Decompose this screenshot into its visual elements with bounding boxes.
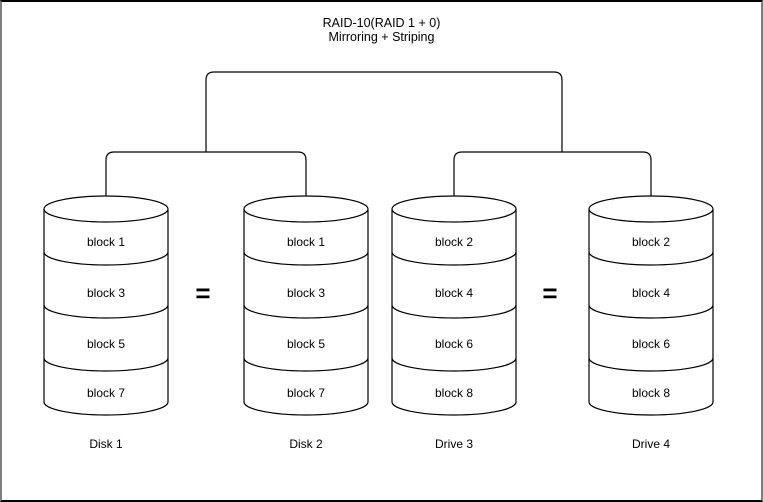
equals-sign-pair2: = <box>542 278 558 308</box>
stripe-bracket-connector <box>205 71 563 152</box>
drive3-block-label: block 4 <box>434 286 474 300</box>
drive4-divider-2 <box>588 304 714 319</box>
disk1-block-label: block 7 <box>86 386 126 400</box>
drive4-cylinder-body <box>588 209 714 416</box>
disk2-block-label: block 3 <box>286 286 326 300</box>
disk1-name-label: Disk 1 <box>89 437 123 451</box>
disk1-block-label: block 1 <box>86 235 126 249</box>
disk1-divider-3 <box>43 357 169 372</box>
disk1-cylinder-body <box>43 209 169 416</box>
title-line-2: Mirroring + Striping <box>328 30 435 44</box>
drive4-block-label: block 8 <box>631 386 671 400</box>
drive3-divider-1 <box>391 251 517 266</box>
drive3-cylinder-body <box>391 209 517 416</box>
drive4-block-label: block 4 <box>631 286 671 300</box>
drive4-divider-3 <box>588 357 714 372</box>
disk2-divider-1 <box>243 251 369 266</box>
drive4-block-label: block 2 <box>631 235 671 249</box>
equals-sign-pair1: = <box>195 278 211 308</box>
drive4-cylinder-top <box>588 195 714 223</box>
drive3-name-label: Drive 3 <box>434 437 473 451</box>
drive3-divider-2 <box>391 304 517 319</box>
drive3-divider-3 <box>391 357 517 372</box>
drive3-block-label: block 2 <box>434 235 474 249</box>
disk1-cylinder: block 1 block 3 block 5 block 7 <box>44 196 168 416</box>
disk2-block-label: block 5 <box>286 337 326 351</box>
disk2-block-label: block 1 <box>286 235 326 249</box>
drive4-name-label: Drive 4 <box>631 437 670 451</box>
disk2-divider-3 <box>243 357 369 372</box>
disk2-cylinder: block 1 block 3 block 5 block 7 <box>244 196 368 416</box>
drive3-cylinder-top <box>391 195 517 223</box>
drive3-block-label: block 6 <box>434 337 474 351</box>
title-line-1: RAID-10(RAID 1 + 0) <box>322 16 441 30</box>
disk2-cylinder-top <box>243 195 369 223</box>
disk1-divider-1 <box>43 251 169 266</box>
disk2-name-label: Disk 2 <box>289 437 323 451</box>
drive4-divider-1 <box>588 251 714 266</box>
disk2-block-label: block 7 <box>286 386 326 400</box>
disk2-cylinder-body <box>243 209 369 416</box>
mirror-pair2-bracket-connector <box>453 151 652 198</box>
mirror-pair1-bracket-connector <box>105 151 307 198</box>
drive3-block-label: block 8 <box>434 386 474 400</box>
disk1-divider-2 <box>43 304 169 319</box>
disk1-cylinder-top <box>43 195 169 223</box>
disk1-block-label: block 5 <box>86 337 126 351</box>
drive4-cylinder: block 2 block 4 block 6 block 8 <box>589 196 713 416</box>
disk1-block-label: block 3 <box>86 286 126 300</box>
drive4-block-label: block 6 <box>631 337 671 351</box>
drive3-cylinder: block 2 block 4 block 6 block 8 <box>392 196 516 416</box>
disk2-divider-2 <box>243 304 369 319</box>
diagram-title: RAID-10(RAID 1 + 0) Mirroring + Striping <box>2 16 761 44</box>
